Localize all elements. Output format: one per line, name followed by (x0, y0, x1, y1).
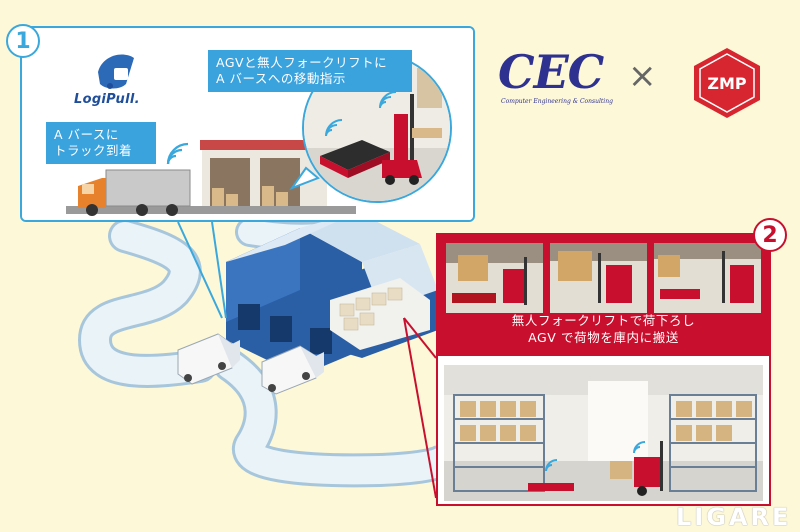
white-truck-left (177, 333, 240, 385)
white-truck-right (261, 345, 324, 395)
truck-arrival-callout: A バースに トラック到着 (46, 122, 156, 164)
move-instruction-line-2: A バースへの移動指示 (216, 71, 346, 86)
truck-arrival-line-2: トラック到着 (54, 143, 133, 158)
move-instruction-callout: AGVと無人フォークリフトに A バースへの移動指示 (208, 50, 412, 92)
unloading-caption-line-1: 無人フォークリフトで荷下ろし (511, 313, 696, 328)
logipull-logo-mark (98, 54, 134, 89)
callout-connector-blue (177, 221, 227, 319)
zmp-logo-badge (694, 48, 760, 118)
wifi-icon-agv (325, 119, 343, 137)
unloading-photo-1 (446, 243, 543, 313)
step-2-marker: 2 (753, 218, 787, 252)
step-1-marker: 1 (6, 24, 40, 58)
cec-logo: CEC (498, 45, 604, 99)
unloading-illustration (444, 243, 763, 501)
unloading-photo-2 (550, 243, 647, 313)
wifi-icon-warehouse (545, 441, 646, 472)
cec-logo-subtitle: Computer Engineering & Consulting (501, 98, 613, 105)
unloading-caption-line-2: AGV で荷物を庫内に搬送 (528, 330, 679, 345)
logipull-logo: LogiPull. (74, 92, 140, 107)
wifi-icon-truck (166, 142, 189, 165)
truck-arrival-line-1: A バースに (54, 127, 119, 142)
zmp-logo: ZMP (707, 74, 747, 93)
ligare-watermark: LIGARE (676, 503, 792, 531)
warehouse (226, 212, 438, 376)
warehouse-interior-photo (444, 365, 763, 501)
callout-connector-red (403, 317, 437, 499)
unloading-photo-3 (654, 243, 761, 313)
unloading-caption: 無人フォークリフトで荷下ろし AGV で荷物を庫内に搬送 (438, 312, 769, 346)
orange-truck (78, 169, 191, 216)
collaboration-times-symbol: × (628, 56, 657, 96)
wifi-icon-forklift (379, 91, 397, 109)
move-instruction-line-1: AGVと無人フォークリフトに (216, 55, 388, 70)
